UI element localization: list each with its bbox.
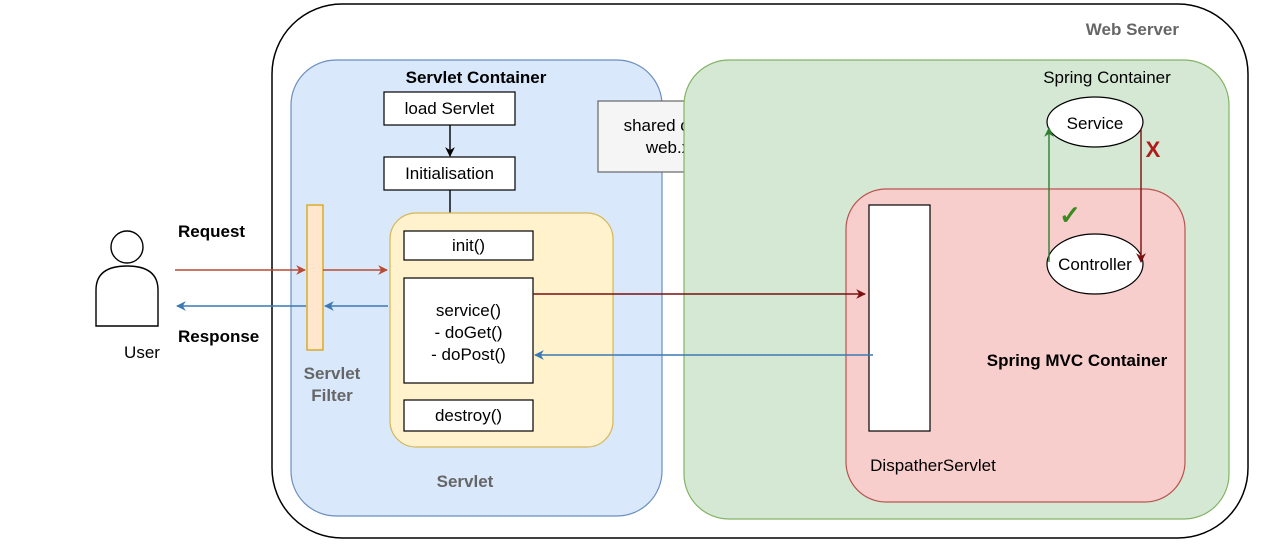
dispatcher-servlet-box (868, 204, 931, 432)
spring-mvc-container-title: Spring MVC Container (987, 351, 1168, 370)
load-servlet-label: load Servlet (405, 99, 495, 118)
response-label: Response (178, 327, 259, 346)
service-node (1046, 96, 1144, 148)
servlet-filter-label-2: Filter (311, 386, 353, 405)
initialisation-box (383, 156, 516, 191)
controller-node (1046, 233, 1144, 295)
servlet-filter-label-1: Servlet (304, 364, 361, 383)
user-icon (95, 230, 159, 327)
destroy-method-label: destroy() (435, 406, 502, 425)
init-method-box (403, 230, 534, 261)
service-method-box (403, 277, 534, 384)
service-method-line-2: - doGet() (434, 323, 502, 342)
user-label: User (124, 343, 160, 362)
request-label: Request (178, 222, 245, 241)
init-method-label: init() (452, 236, 485, 255)
service-method-line-1: service() (436, 301, 501, 320)
dispatcher-servlet-label: DispatherServlet (870, 456, 996, 475)
service-label: Service (1067, 114, 1124, 133)
destroy-method-box (403, 399, 534, 432)
servlet-label: Servlet (437, 472, 494, 491)
servlet-filter-bar (306, 204, 324, 351)
servlet-container-title: Servlet Container (406, 68, 547, 87)
cross-mark-icon: X (1146, 137, 1161, 162)
controller-label: Controller (1058, 255, 1132, 274)
check-mark-icon: ✓ (1059, 200, 1081, 230)
service-method-line-3: - doPost() (431, 345, 506, 364)
initialisation-label: Initialisation (405, 164, 494, 183)
spring-container-title: Spring Container (1043, 68, 1171, 87)
web-server-label: Web Server (1086, 20, 1180, 39)
